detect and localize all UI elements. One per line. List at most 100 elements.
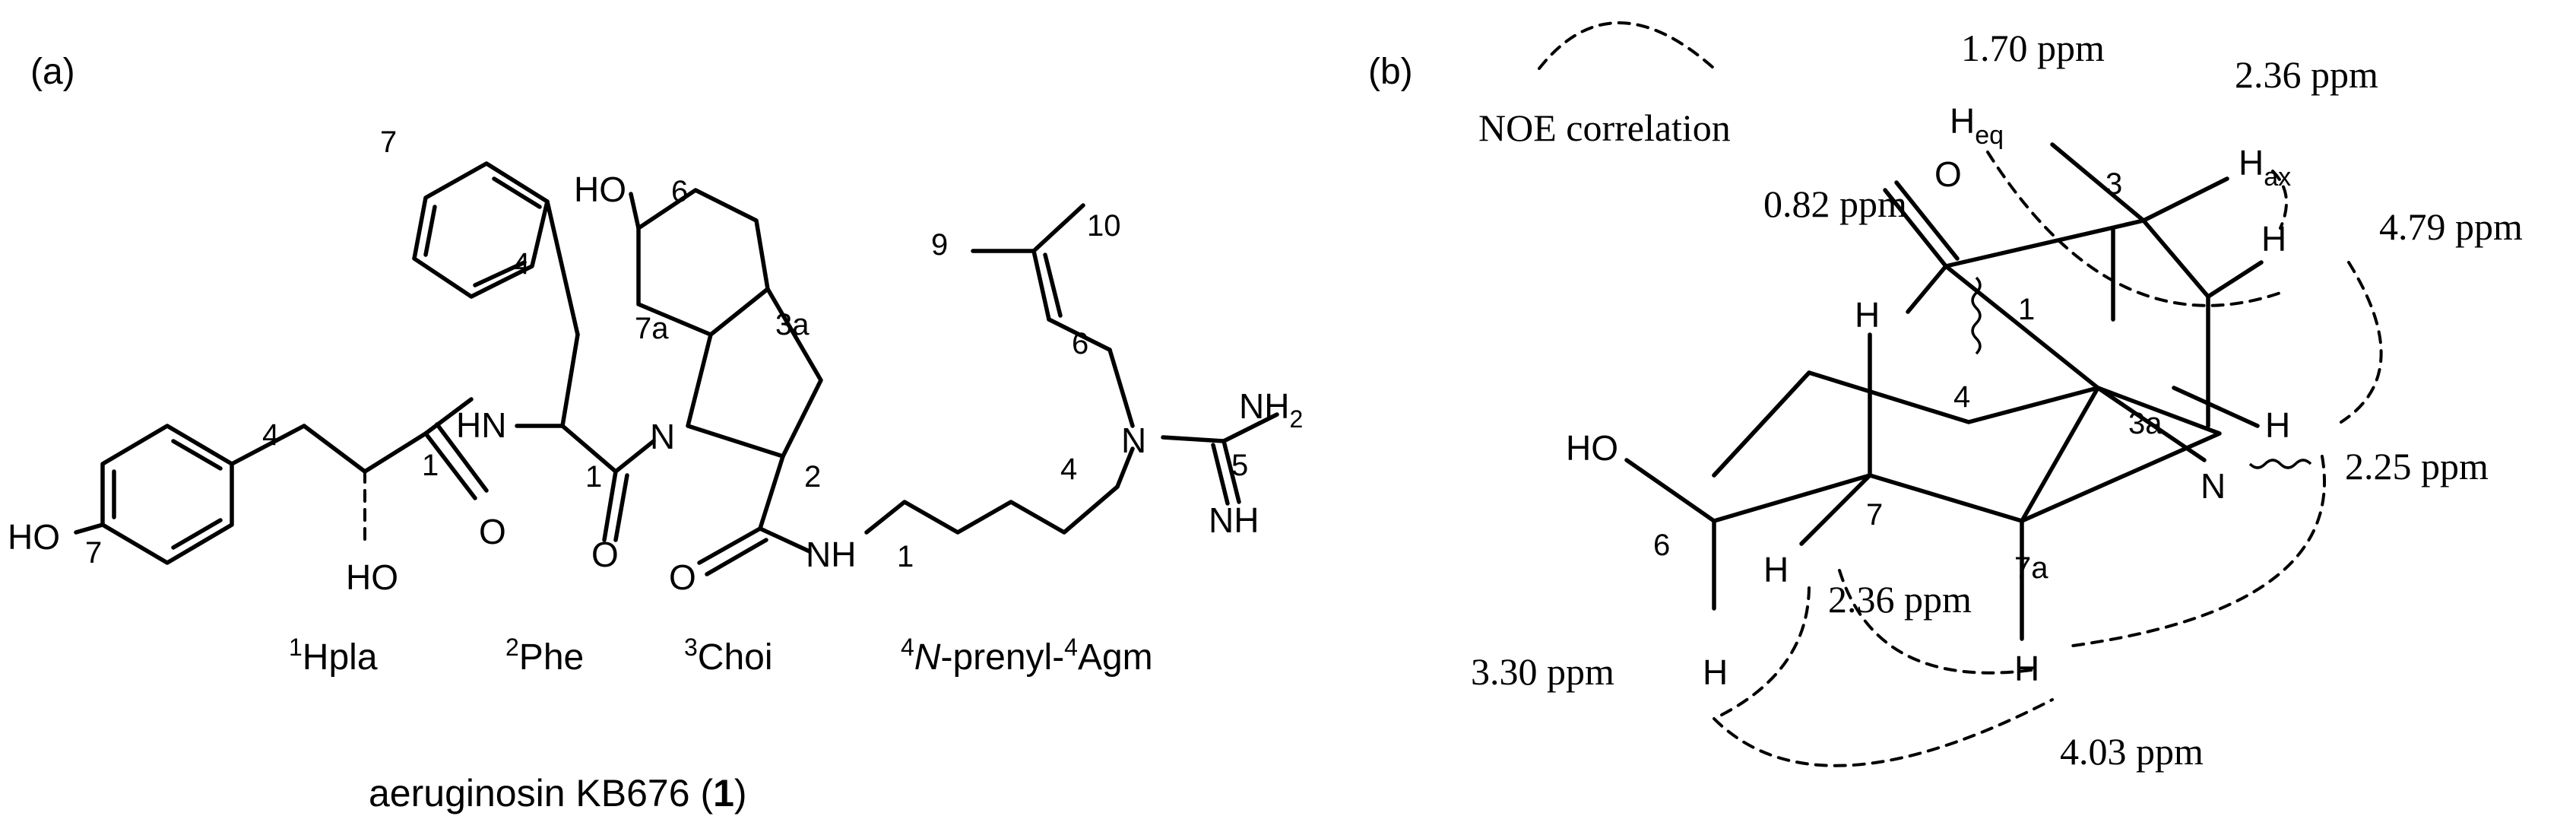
atom-hpla-ho: HO [8,517,60,557]
atom-b-c6: 6 [1653,529,1670,562]
agm-n-bond [1115,446,1135,489]
phe-choi-bond [613,439,656,474]
residue-hpla: 1Hpla [289,634,378,678]
atom-b-hax: Hax [2239,143,2291,192]
phe-co-double-2 [613,473,629,542]
panel-b-label: (b) [1368,52,1413,92]
chair-c1-n [1906,264,1948,314]
atom-choi-ho: HO [574,170,626,209]
chair-structure [1624,142,2312,641]
atom-hpla-c4: 4 [262,418,279,452]
choi-c2-co [758,454,785,531]
chair-back-1 [1712,370,1811,478]
atom-phe-o: O [591,535,619,574]
atom-hpla-o: O [479,512,506,551]
shift-h6: 3.30 ppm [1471,650,1614,693]
chemical-shift-labels: 1.70 ppm 2.36 ppm 4.79 ppm 0.82 ppm 2.25… [1471,27,2523,773]
agm-guan-double-1 [1221,439,1241,504]
noe-hax-h2 [2271,170,2288,230]
atom-choi-nh: NH [806,535,856,574]
hpla-ring-double-1 [171,439,223,471]
panel-a: (a) [8,52,1303,815]
hpla-phenyl-ring [100,424,234,565]
atom-b-h-left: H [1855,295,1880,335]
hpla-ho-bond [74,522,105,535]
chair-h2-bond [2206,260,2264,299]
choi-five-ring [686,287,823,459]
noe-arcs [1713,151,2383,767]
atom-b-h-n: H [2265,405,2290,445]
phe-co-bond [560,424,618,474]
chair-heq-bond [2050,142,2146,223]
chair-wavy-left [1971,276,1982,355]
noe-h6-h7 [1720,584,1811,716]
shift-h7: 2.36 ppm [1828,578,1972,621]
atom-agm-nh: NH [1209,500,1259,540]
atom-choi-o: O [669,557,696,597]
shift-h3eq: 1.70 ppm [1961,27,2105,69]
choi-ho-bond [629,192,641,230]
residue-agm: 4N-prenyl-4Agm [901,634,1153,678]
residue-phe: 2Phe [505,634,584,678]
hpla-ch-bond [302,424,367,474]
atom-choi-c7a: 7a [635,312,669,345]
atom-b-c1: 1 [2018,293,2035,326]
phe-co-double-1 [602,469,618,542]
choi-nh-bond [758,526,812,554]
atom-agm-n: N [1121,421,1146,460]
atom-agm-c10: 10 [1087,209,1121,243]
hpla-co-double-1 [423,431,477,500]
hpla-co-double-2 [435,422,489,493]
shift-h7a: 4.03 ppm [2060,730,2204,773]
choi-co-double-2 [705,538,768,576]
residue-choi: 3Choi [684,634,773,678]
phe-ring-double-2 [473,260,527,287]
noe-legend-arc [1538,21,1716,70]
atom-b-c4: 4 [1953,380,1970,414]
agm-chain [864,484,1120,535]
chair-c1-c3a [1944,264,2100,390]
chair-co-double-2 [1894,180,1960,261]
hpla-ring-double-3 [171,518,223,550]
agm-prenyl-double-2 [1043,252,1063,318]
chair-wavy-right [2248,459,2312,469]
atom-b-h6: H [1703,653,1728,692]
shift-h3ax: 2.36 ppm [2235,53,2378,96]
agm-guan-double-2 [1211,443,1230,506]
phe-ch2-bond [545,199,580,337]
choi-co-double-1 [697,526,762,565]
atom-b-c3a: 3a [2128,407,2163,440]
chair-atom-labels: Heq Hax 3 O H 1 H 4 3a H HO N 7 6 H 7a H… [1566,101,2291,692]
atom-choi-c3a: 3a [775,308,810,341]
noe-h6-h7a [1713,698,2054,767]
atom-agm-c1: 1 [897,540,914,573]
atom-b-c7a: 7a [2014,551,2048,585]
atom-b-h-right: H [2261,219,2286,259]
atom-b-c7: 7 [1866,498,1883,532]
panel-a-label: (a) [30,52,75,92]
atom-b-h7: H [1763,550,1789,589]
atom-b-heq: Heq [1950,101,2004,150]
noe-heq-h2 [1986,151,2282,307]
phe-ring-double-1 [492,176,542,209]
atom-hpla-c7: 7 [85,536,102,570]
chair-ho-bond [1624,458,1716,523]
chair-ring [1712,370,2222,523]
atom-phe-c4: 4 [513,247,530,281]
atom-choi-c6: 6 [671,175,688,208]
atom-b-ho: HO [1566,428,1618,468]
hpla-ch2-bond [230,424,306,466]
chair-hax-bond [2141,176,2229,223]
panel-b: (b) NOE correlation [1368,21,2523,773]
shift-h7a-top: 0.82 ppm [1763,183,1907,225]
atom-b-h7a: H [2014,649,2039,688]
shift-h2: 4.79 ppm [2379,205,2523,248]
chair-c1-c3 [1944,218,2146,268]
atom-hpla-oh: HO [346,557,398,597]
atom-agm-c4: 4 [1060,453,1077,486]
residue-labels: 1Hpla 2Phe 3Choi 4N-prenyl-4Agm [289,634,1153,678]
shift-h5: 2.25 ppm [2345,445,2489,487]
atom-b-n: N [2201,466,2226,506]
atom-agm-nh2: NH2 [1239,386,1303,433]
